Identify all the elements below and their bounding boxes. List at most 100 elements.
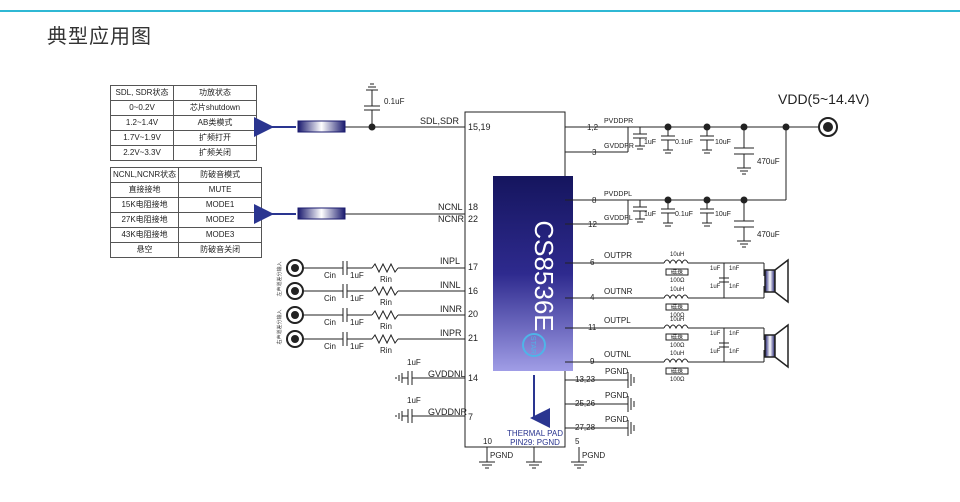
table-cell: 扩频关闭 <box>173 145 257 161</box>
pin-outpr: OUTPR <box>604 251 632 260</box>
pin-pvddpr: PVDDPR <box>604 118 633 125</box>
pin-gvddnl: GVDDNL <box>428 369 466 379</box>
out-1nf-label: 1nF <box>729 331 740 337</box>
bead-res-label: 100Ω <box>670 278 685 284</box>
speaker-icon <box>764 334 776 358</box>
bead-res-label: 100Ω <box>670 343 685 349</box>
pin10-name: PGND <box>490 451 513 460</box>
out-1nf-label: 1nF <box>729 266 740 272</box>
cap-1uf-label: 1uF <box>644 139 656 146</box>
bead-res-label: 100Ω <box>670 313 685 319</box>
pin-sdl-sdr: SDL,SDR <box>420 116 460 126</box>
pin-ncnr: NCNR <box>438 214 464 224</box>
bead-res-label: 100Ω <box>670 377 685 383</box>
cap-01uf-label: 0.1uF <box>675 139 693 146</box>
ferrite-bead-icon <box>665 303 689 311</box>
pin-innr-num: 20 <box>468 309 478 319</box>
pin-gvddnl-num: 14 <box>468 373 478 383</box>
bead-label: 磁珠 <box>671 303 683 311</box>
pin5-name: PGND <box>582 451 605 460</box>
thermal-pad-label: THERMAL PAD <box>507 429 563 438</box>
table-cell: 悬空 <box>109 242 180 258</box>
table-header-row: NCNL,NCNR状态 防破音模式 <box>109 167 263 183</box>
vdd-label: VDD(5~14.4V) <box>778 91 869 107</box>
out-1nf-label: 1nF <box>729 349 740 355</box>
pin-gvddpl-num: 12 <box>588 220 597 229</box>
bead-label: 磁珠 <box>671 367 683 375</box>
speaker-icon <box>764 269 776 293</box>
pin-gvddpr: GVDDPR <box>604 143 634 150</box>
pin-ncnl-num: 18 <box>468 202 478 212</box>
pin-inpl: INPL <box>440 256 460 266</box>
gvddnr-cap-label: 1uF <box>407 396 421 405</box>
out-1nf-label: 1nF <box>729 284 740 290</box>
inductor-label: 10uH <box>670 317 684 323</box>
bead-label: 磁珠 <box>671 333 683 341</box>
rin-label: Rin <box>380 275 392 284</box>
junction-dot <box>368 123 376 131</box>
pin-outpl: OUTPL <box>604 316 631 325</box>
pin-innr: INNR <box>440 304 462 314</box>
pin-pvddpr-num: 1,2 <box>587 123 599 132</box>
out-cap-label: 1uF <box>710 284 721 290</box>
pin-gvddnr-num: 7 <box>468 412 473 422</box>
pin-inpl-num: 17 <box>468 262 478 272</box>
cin-label: Cin <box>324 294 336 303</box>
cap-01uf-label: 0.1uF <box>675 211 693 218</box>
cap-10uf-label: 10uF <box>715 139 731 146</box>
rin-label: Rin <box>380 346 392 355</box>
pin-gvddpl: GVDDPL <box>604 215 633 222</box>
pin-outnl: OUTNL <box>604 350 632 359</box>
pin-ncnr-num: 22 <box>468 214 478 224</box>
out-cap-label: 1uF <box>710 331 721 337</box>
out-cap-label: 1uF <box>710 349 721 355</box>
cin-value: 1uF <box>350 318 364 327</box>
inductor-label: 10uH <box>670 287 684 293</box>
rin-label: Rin <box>380 322 392 331</box>
right-input-label: 右声道差分输入 <box>276 309 283 344</box>
inductor-label: 10uH <box>670 351 684 357</box>
ferrite-bead-icon <box>665 268 689 276</box>
ferrite-bead-icon <box>665 367 689 375</box>
rin-label: Rin <box>380 298 392 307</box>
ferrite-bead-icon <box>665 333 689 341</box>
out-cap-label: 1uF <box>710 266 721 272</box>
pin-sdl-sdr-num: 15,19 <box>468 122 491 132</box>
pin-gvddpr-num: 3 <box>592 148 597 157</box>
pin-innl-num: 16 <box>468 286 478 296</box>
pin-pvddpl-num: 8 <box>592 196 597 205</box>
pin-pgnd1: PGND <box>605 367 628 376</box>
pin-inpr-num: 21 <box>468 333 478 343</box>
page-title: 典型应用图 <box>47 26 152 48</box>
pin-inpr: INPR <box>440 328 462 338</box>
header-rule <box>0 10 960 12</box>
chip-logo-icon <box>522 333 546 357</box>
cap-470uf-label: 470uF <box>757 157 780 166</box>
table-row: 悬空防破音关闭 <box>109 242 263 258</box>
chip-name: CS8536E <box>529 220 559 331</box>
pin-outnr: OUTNR <box>604 287 633 296</box>
cap-top-label: 0.1uF <box>384 97 405 106</box>
pin5-num: 5 <box>575 437 580 446</box>
cap-470uf-label: 470uF <box>757 230 780 239</box>
cap-10uf-label: 10uF <box>715 211 731 218</box>
pin-innl: INNL <box>440 280 461 290</box>
table-cell: 防破音关闭 <box>178 242 263 258</box>
cin-label: Cin <box>324 271 336 280</box>
cin-label: Cin <box>324 318 336 327</box>
pin-pgnd2: PGND <box>605 391 628 400</box>
sd-resistor <box>297 120 346 133</box>
cin-value: 1uF <box>350 342 364 351</box>
cap-1uf-label: 1uF <box>644 211 656 218</box>
cin-value: 1uF <box>350 271 364 280</box>
cin-value: 1uF <box>350 294 364 303</box>
inductor-label: 10uH <box>670 252 684 258</box>
cin-label: Cin <box>324 342 336 351</box>
